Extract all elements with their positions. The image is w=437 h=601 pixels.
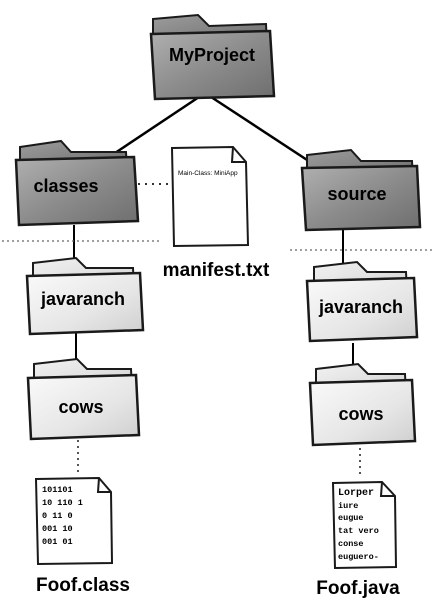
file-label-foof-class: Foof.class: [36, 575, 130, 596]
class-line-4: 001 10: [42, 524, 73, 534]
java-line-5: conse: [338, 539, 364, 549]
file-label-foof-java: Foof.java: [316, 578, 400, 599]
class-line-5: 001 01: [42, 537, 73, 547]
file-foof-java[interactable]: Lorper iure eugue tat vero conse euguero…: [331, 480, 398, 570]
file-manifest[interactable]: Main-Class: MiniApp: [170, 145, 250, 248]
java-line-1: Lorper: [338, 488, 374, 499]
java-line-2: iure: [338, 501, 358, 511]
class-line-1: 101101: [42, 485, 73, 495]
java-line-3: eugue: [338, 513, 364, 523]
folder-label-javaranch-left: javaranch: [40, 289, 125, 309]
folder-myproject[interactable]: MyProject: [149, 13, 276, 101]
folder-label-source: source: [327, 184, 386, 204]
manifest-content: Main-Class: MiniApp: [178, 170, 238, 177]
folder-cows-right[interactable]: cows: [308, 362, 417, 447]
folder-javaranch-right[interactable]: javaranch: [305, 260, 419, 343]
folder-label-javaranch-right: javaranch: [318, 297, 403, 317]
class-line-2: 10 110 1: [42, 498, 83, 508]
folder-label-myproject: MyProject: [169, 45, 255, 65]
folder-label-cows-left: cows: [58, 397, 103, 417]
file-label-manifest: manifest.txt: [163, 260, 270, 281]
folder-label-cows-right: cows: [338, 404, 383, 424]
folder-javaranch-left[interactable]: javaranch: [25, 256, 145, 336]
folder-source[interactable]: source: [300, 148, 422, 232]
class-line-3: 0 11 0: [42, 511, 73, 521]
java-line-6: euguero-: [338, 552, 379, 562]
folder-classes[interactable]: classes: [14, 139, 140, 227]
file-foof-class[interactable]: 101101 10 110 1 0 11 0 001 10 001 01: [34, 476, 114, 566]
folder-cows-left[interactable]: cows: [26, 357, 141, 441]
folder-label-classes: classes: [33, 176, 98, 196]
java-line-4: tat vero: [338, 526, 379, 536]
